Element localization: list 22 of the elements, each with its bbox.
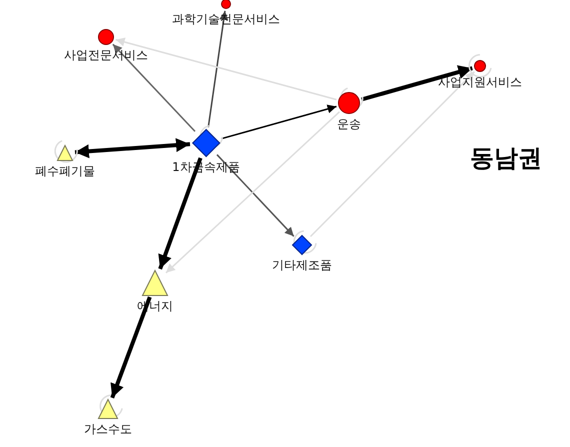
loop-line xyxy=(54,140,78,163)
node-label: 기타제조품 xyxy=(272,258,332,272)
arrow xyxy=(158,157,202,270)
node-label: 사업지원서비스 xyxy=(438,75,522,89)
loop-line xyxy=(100,394,123,418)
arrow xyxy=(360,65,473,102)
arrow xyxy=(208,10,228,128)
arrow xyxy=(110,296,152,398)
arrow xyxy=(165,111,340,274)
arrow xyxy=(216,154,294,237)
node-label: 폐수폐기물 xyxy=(35,164,95,178)
double-headed-arrow xyxy=(74,138,190,158)
loop-line xyxy=(340,88,364,110)
loop-line xyxy=(293,230,317,254)
arrow xyxy=(112,44,196,132)
arrow xyxy=(116,38,337,100)
arrow xyxy=(310,71,475,238)
title: 동남권 xyxy=(470,144,542,172)
node-label: 운송 xyxy=(337,117,361,131)
node-label: 가스수도 xyxy=(84,422,132,436)
loop-line xyxy=(468,54,492,78)
arrow xyxy=(221,104,337,140)
